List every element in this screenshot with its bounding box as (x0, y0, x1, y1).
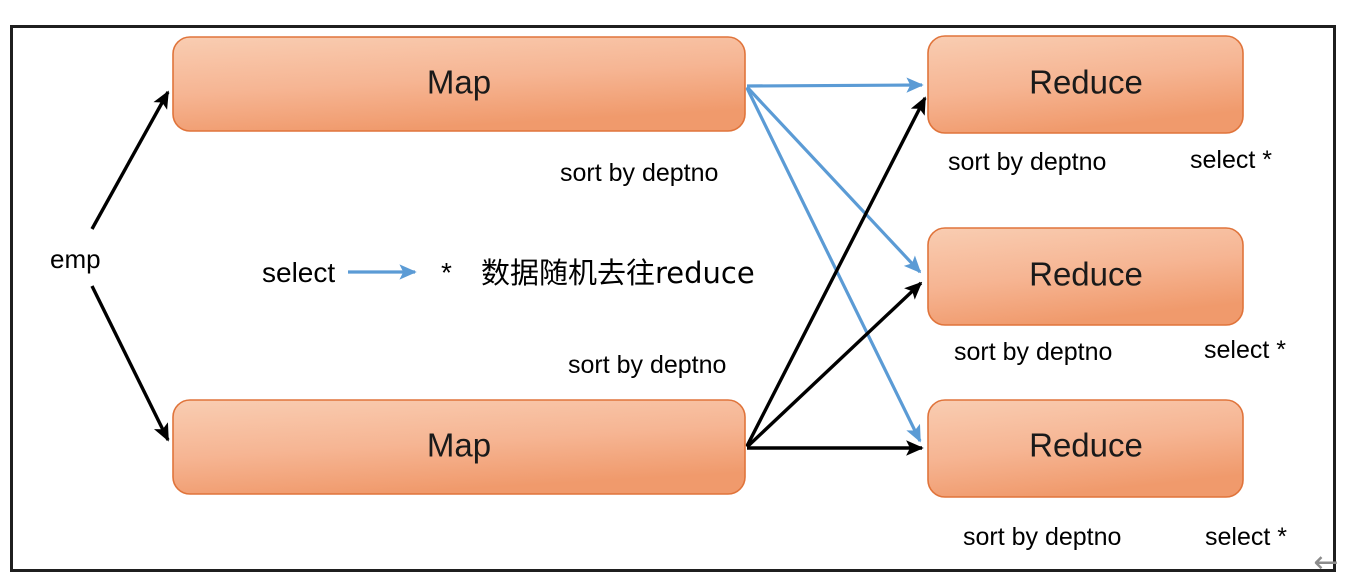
legend-star-label: * (441, 257, 452, 288)
legend-select-label: select (262, 257, 335, 288)
map-bottom-label: Map (427, 427, 491, 464)
reduce-3-label: Reduce (1029, 427, 1143, 464)
reduce-3-sort-label: sort by deptno (963, 523, 1121, 551)
edge-map-top-to-reduce-2 (745, 85, 922, 274)
shuffle-label-top: sort by deptno (560, 159, 718, 187)
reduce-2-sort-label: sort by deptno (954, 338, 1112, 366)
map-top-box[interactable] (172, 36, 746, 132)
edge-map-top-to-reduce-3 (745, 87, 922, 443)
reduce-3-node[interactable]: Reduce (927, 399, 1244, 498)
cursor-left-arrow-icon: ← (1313, 545, 1338, 580)
edge-emp-to-map-top (90, 90, 170, 230)
map-top-node[interactable]: Map (172, 36, 746, 132)
reduce-1-label: Reduce (1029, 64, 1143, 101)
reduce-3-select-label: select * (1205, 523, 1287, 551)
reduce-1-sort-label: sort by deptno (948, 148, 1106, 176)
map-bottom-box[interactable] (172, 399, 746, 495)
reduce-3-box[interactable] (927, 399, 1244, 498)
reduce-1-box[interactable] (927, 35, 1244, 134)
map-bottom-node[interactable]: Map (172, 399, 746, 495)
edge-map-top-to-reduce-1 (746, 77, 924, 93)
edge-map-bottom-to-reduce-2 (745, 281, 923, 449)
reduce-1-select-label: select * (1190, 146, 1272, 174)
edge-map-bottom-to-reduce-1 (745, 96, 927, 447)
reduce-2-box[interactable] (927, 227, 1244, 326)
emp-source-label: emp (50, 244, 101, 274)
reduce-2-label: Reduce (1029, 256, 1143, 293)
reduce-2-node[interactable]: Reduce (927, 227, 1244, 326)
reduce-2-select-label: select * (1204, 336, 1286, 364)
legend-description-label: 数据随机去往reduce (481, 256, 755, 290)
edge-emp-to-map-bottom (90, 285, 170, 442)
reduce-1-node[interactable]: Reduce (927, 35, 1244, 134)
map-top-label: Map (427, 64, 491, 101)
shuffle-label-bottom: sort by deptno (568, 351, 726, 379)
